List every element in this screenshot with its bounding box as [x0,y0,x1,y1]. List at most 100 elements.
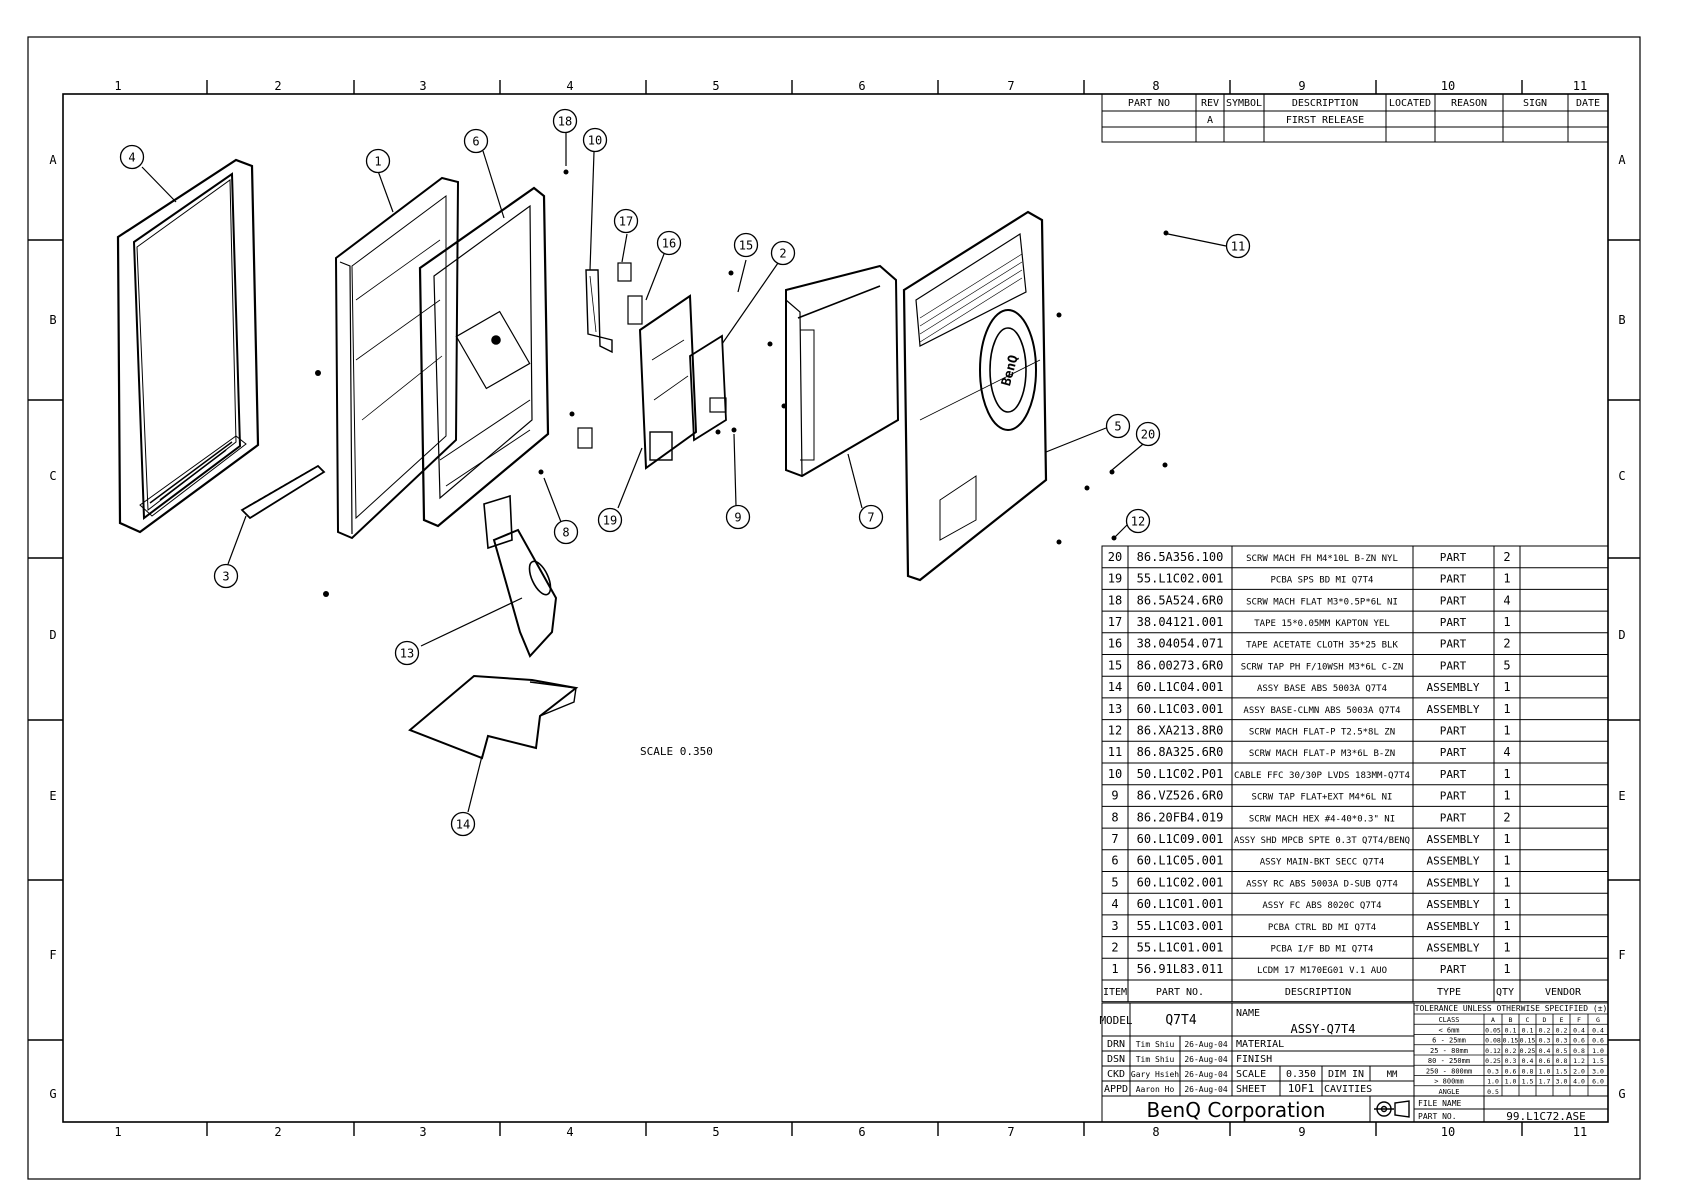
balloon-9: 9 [725,504,751,530]
svg-text:6: 6 [472,135,479,149]
svg-text:PART: PART [1440,638,1467,651]
svg-text:0.5: 0.5 [1487,1088,1499,1096]
model-label: MODEL [1099,1014,1132,1027]
svg-text:PCBA SPS BD MI Q7T4: PCBA SPS BD MI Q7T4 [1271,576,1374,586]
svg-text:1.0: 1.0 [1505,1078,1517,1086]
model-value: Q7T4 [1165,1013,1196,1028]
svg-text:60.L1C04.001: 60.L1C04.001 [1137,680,1224,694]
svg-text:4: 4 [1503,745,1510,759]
svg-text:SCRW MACH HEX #4-40*0.3" NI: SCRW MACH HEX #4-40*0.3" NI [1249,814,1395,824]
svg-text:86.8A325.6R0: 86.8A325.6R0 [1137,745,1224,759]
col-label-bottom: 2 [274,1125,281,1139]
svg-text:0.12: 0.12 [1485,1047,1501,1055]
svg-text:0.05: 0.05 [1485,1026,1501,1034]
svg-text:SCRW TAP FLAT+EXT M4*6L NI: SCRW TAP FLAT+EXT M4*6L NI [1252,793,1393,803]
col-label-bottom: 1 [114,1125,121,1139]
svg-text:60.L1C01.001: 60.L1C01.001 [1137,897,1224,911]
svg-text:1: 1 [1111,962,1118,976]
balloon-7: 7 [858,504,884,530]
svg-text:7: 7 [867,511,874,525]
svg-text:< 6mm: < 6mm [1438,1026,1459,1034]
svg-text:0.3: 0.3 [1487,1067,1499,1075]
sheet-value: 1OF1 [1288,1082,1315,1095]
svg-text:ASSEMBLY: ASSEMBLY [1427,833,1480,846]
scale-note: SCALE 0.350 [640,745,713,758]
svg-text:0.8: 0.8 [1556,1057,1568,1065]
svg-text:ASSEMBLY: ASSEMBLY [1427,920,1480,933]
row-label-left: B [49,313,56,327]
leader-lines [141,131,1227,813]
bom-header-item: ITEM [1103,987,1127,998]
row-label-left: F [49,948,56,962]
file-name-label: FILE NAME [1418,1099,1462,1108]
bom-header-description: DESCRIPTION [1285,987,1351,998]
svg-text:SCRW MACH FH M4*10L B-ZN NYL: SCRW MACH FH M4*10L B-ZN NYL [1246,554,1398,564]
svg-text:13: 13 [400,647,414,661]
rev-header-date: DATE [1576,98,1600,109]
balloon-12: 12 [1125,508,1151,534]
svg-text:0.4: 0.4 [1522,1057,1534,1065]
file-part-block: FILE NAME PART NO. 99.L1C72.ASE [1413,1095,1609,1123]
kapton-tape-part [617,262,632,282]
scale-label: SCALE [1236,1069,1266,1080]
svg-text:1: 1 [1503,875,1510,889]
svg-text:86.VZ526.6R0: 86.VZ526.6R0 [1137,789,1224,803]
svg-text:3.0: 3.0 [1592,1067,1604,1075]
svg-text:SCRW TAP PH F/10WSH M3*6L C-ZN: SCRW TAP PH F/10WSH M3*6L C-ZN [1241,662,1404,672]
svg-text:PART: PART [1440,594,1467,607]
svg-text:1: 1 [1503,854,1510,868]
svg-text:10: 10 [588,134,602,148]
svg-text:1.5: 1.5 [1592,1057,1604,1065]
svg-text:0.25: 0.25 [1520,1047,1536,1055]
svg-text:2: 2 [1111,940,1118,954]
svg-text:1: 1 [1503,789,1510,803]
material-label: MATERIAL [1236,1039,1284,1050]
svg-text:1: 1 [1503,723,1510,737]
svg-text:15: 15 [1108,658,1122,672]
dim-label: DIM IN [1328,1069,1364,1080]
svg-text:ASSEMBLY: ASSEMBLY [1427,898,1480,911]
svg-text:ASSY BASE-CLMN ABS 5003A Q7T4: ASSY BASE-CLMN ABS 5003A Q7T4 [1243,706,1400,716]
balloon-3: 3 [213,563,239,589]
row-label-right: E [1618,789,1625,803]
svg-text:0.4: 0.4 [1573,1026,1585,1034]
balloon-6: 6 [463,128,489,154]
svg-text:0.4: 0.4 [1592,1026,1604,1034]
row-label-left: G [49,1087,56,1101]
col-label-bottom: 6 [858,1125,865,1139]
svg-text:16: 16 [1108,637,1122,651]
balloon-19: 19 [597,507,623,533]
svg-text:ASSY SHD MPCB SPTE 0.3T Q7T4/B: ASSY SHD MPCB SPTE 0.3T Q7T4/BENQ [1234,836,1410,846]
drn-date: 26-Aug-04 [1184,1040,1228,1049]
svg-text:0.3: 0.3 [1505,1057,1517,1065]
svg-text:0.25: 0.25 [1485,1057,1501,1065]
svg-text:20: 20 [1108,550,1122,564]
name-label: NAME [1236,1008,1260,1019]
svg-text:50.L1C02.P01: 50.L1C02.P01 [1137,767,1224,781]
svg-text:2.0: 2.0 [1573,1067,1585,1075]
balloon-4: 4 [119,144,145,170]
svg-text:17: 17 [619,215,633,229]
col-label-top: 4 [566,79,573,93]
svg-text:ASSY MAIN-BKT SECC Q7T4: ASSY MAIN-BKT SECC Q7T4 [1260,858,1385,868]
svg-text:18: 18 [558,115,572,129]
svg-text:F: F [1577,1016,1581,1024]
dsn-label: DSN [1107,1054,1125,1065]
svg-text:86.XA213.8R0: 86.XA213.8R0 [1137,723,1224,737]
shield-part [785,264,900,478]
svg-text:5: 5 [1503,658,1510,672]
rev-header-sign: SIGN [1523,98,1547,109]
svg-text:17: 17 [1108,615,1122,629]
balloon-20: 20 [1135,421,1161,447]
svg-text:0.6: 0.6 [1539,1057,1551,1065]
svg-text:5: 5 [1111,875,1118,889]
svg-text:PART: PART [1440,790,1467,803]
svg-text:12: 12 [1108,723,1122,737]
svg-text:0.2: 0.2 [1505,1047,1517,1055]
